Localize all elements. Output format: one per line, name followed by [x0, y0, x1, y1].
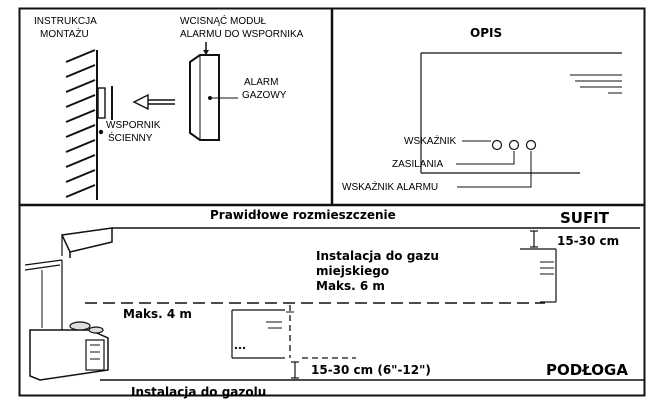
- alarm-indicator-label: WSKAŹNIK ALARMU: [342, 180, 438, 193]
- instruction-title-line1: INSTRUKCJA: [34, 16, 97, 27]
- city-gas-line2: miejskiego: [316, 264, 389, 278]
- city-gas-line1: Instalacja do gazu: [316, 249, 439, 263]
- floor-label: PODŁOGA: [546, 361, 628, 379]
- range-hood: [60, 227, 113, 258]
- placement-title: Prawidłowe rozmieszczenie: [210, 208, 396, 222]
- gas-alarm-line2: GAZOWY: [242, 90, 287, 101]
- led-indicator-3: [525, 139, 537, 151]
- description-title: OPIS: [470, 26, 502, 40]
- led-indicator-2: [508, 139, 520, 151]
- push-arrow: [132, 93, 175, 111]
- press-module-line2: ALARMU DO WSPORNIKA: [180, 29, 304, 40]
- press-module-line1: WCISNĄĆ MODUŁ: [180, 14, 267, 27]
- alarm-device-front-view: [420, 52, 622, 174]
- kitchen-wall-lines: [24, 259, 63, 330]
- bracket-label-line1: WSPORNIK: [106, 120, 161, 131]
- ceiling-label: SUFIT: [560, 209, 610, 227]
- bracket-label-line2: ŚCIENNY: [108, 131, 153, 144]
- city-gas-line3: Maks. 6 m: [316, 279, 385, 293]
- led-indicator-1: [491, 139, 503, 151]
- wall-illustration: [65, 49, 98, 200]
- bottom-distance-label: 15-30 cm (6"-12"): [311, 363, 431, 377]
- instruction-title-line2: MONTAŻU: [40, 27, 89, 40]
- power-label: ZASILANIA: [392, 159, 443, 170]
- city-gas-detector: [520, 248, 557, 303]
- wall-bracket: [97, 86, 113, 120]
- lpg-detector: [231, 309, 285, 359]
- gas-alarm-line1: ALARM: [244, 77, 278, 88]
- lpg-install-label: Instalacja do gazolu: [131, 385, 266, 399]
- indicator-label: WSKAŹNIK: [404, 134, 457, 147]
- top-distance-label: 15-30 cm: [557, 234, 619, 248]
- max-4m-label: Maks. 4 m: [123, 307, 192, 321]
- stove: [29, 321, 109, 381]
